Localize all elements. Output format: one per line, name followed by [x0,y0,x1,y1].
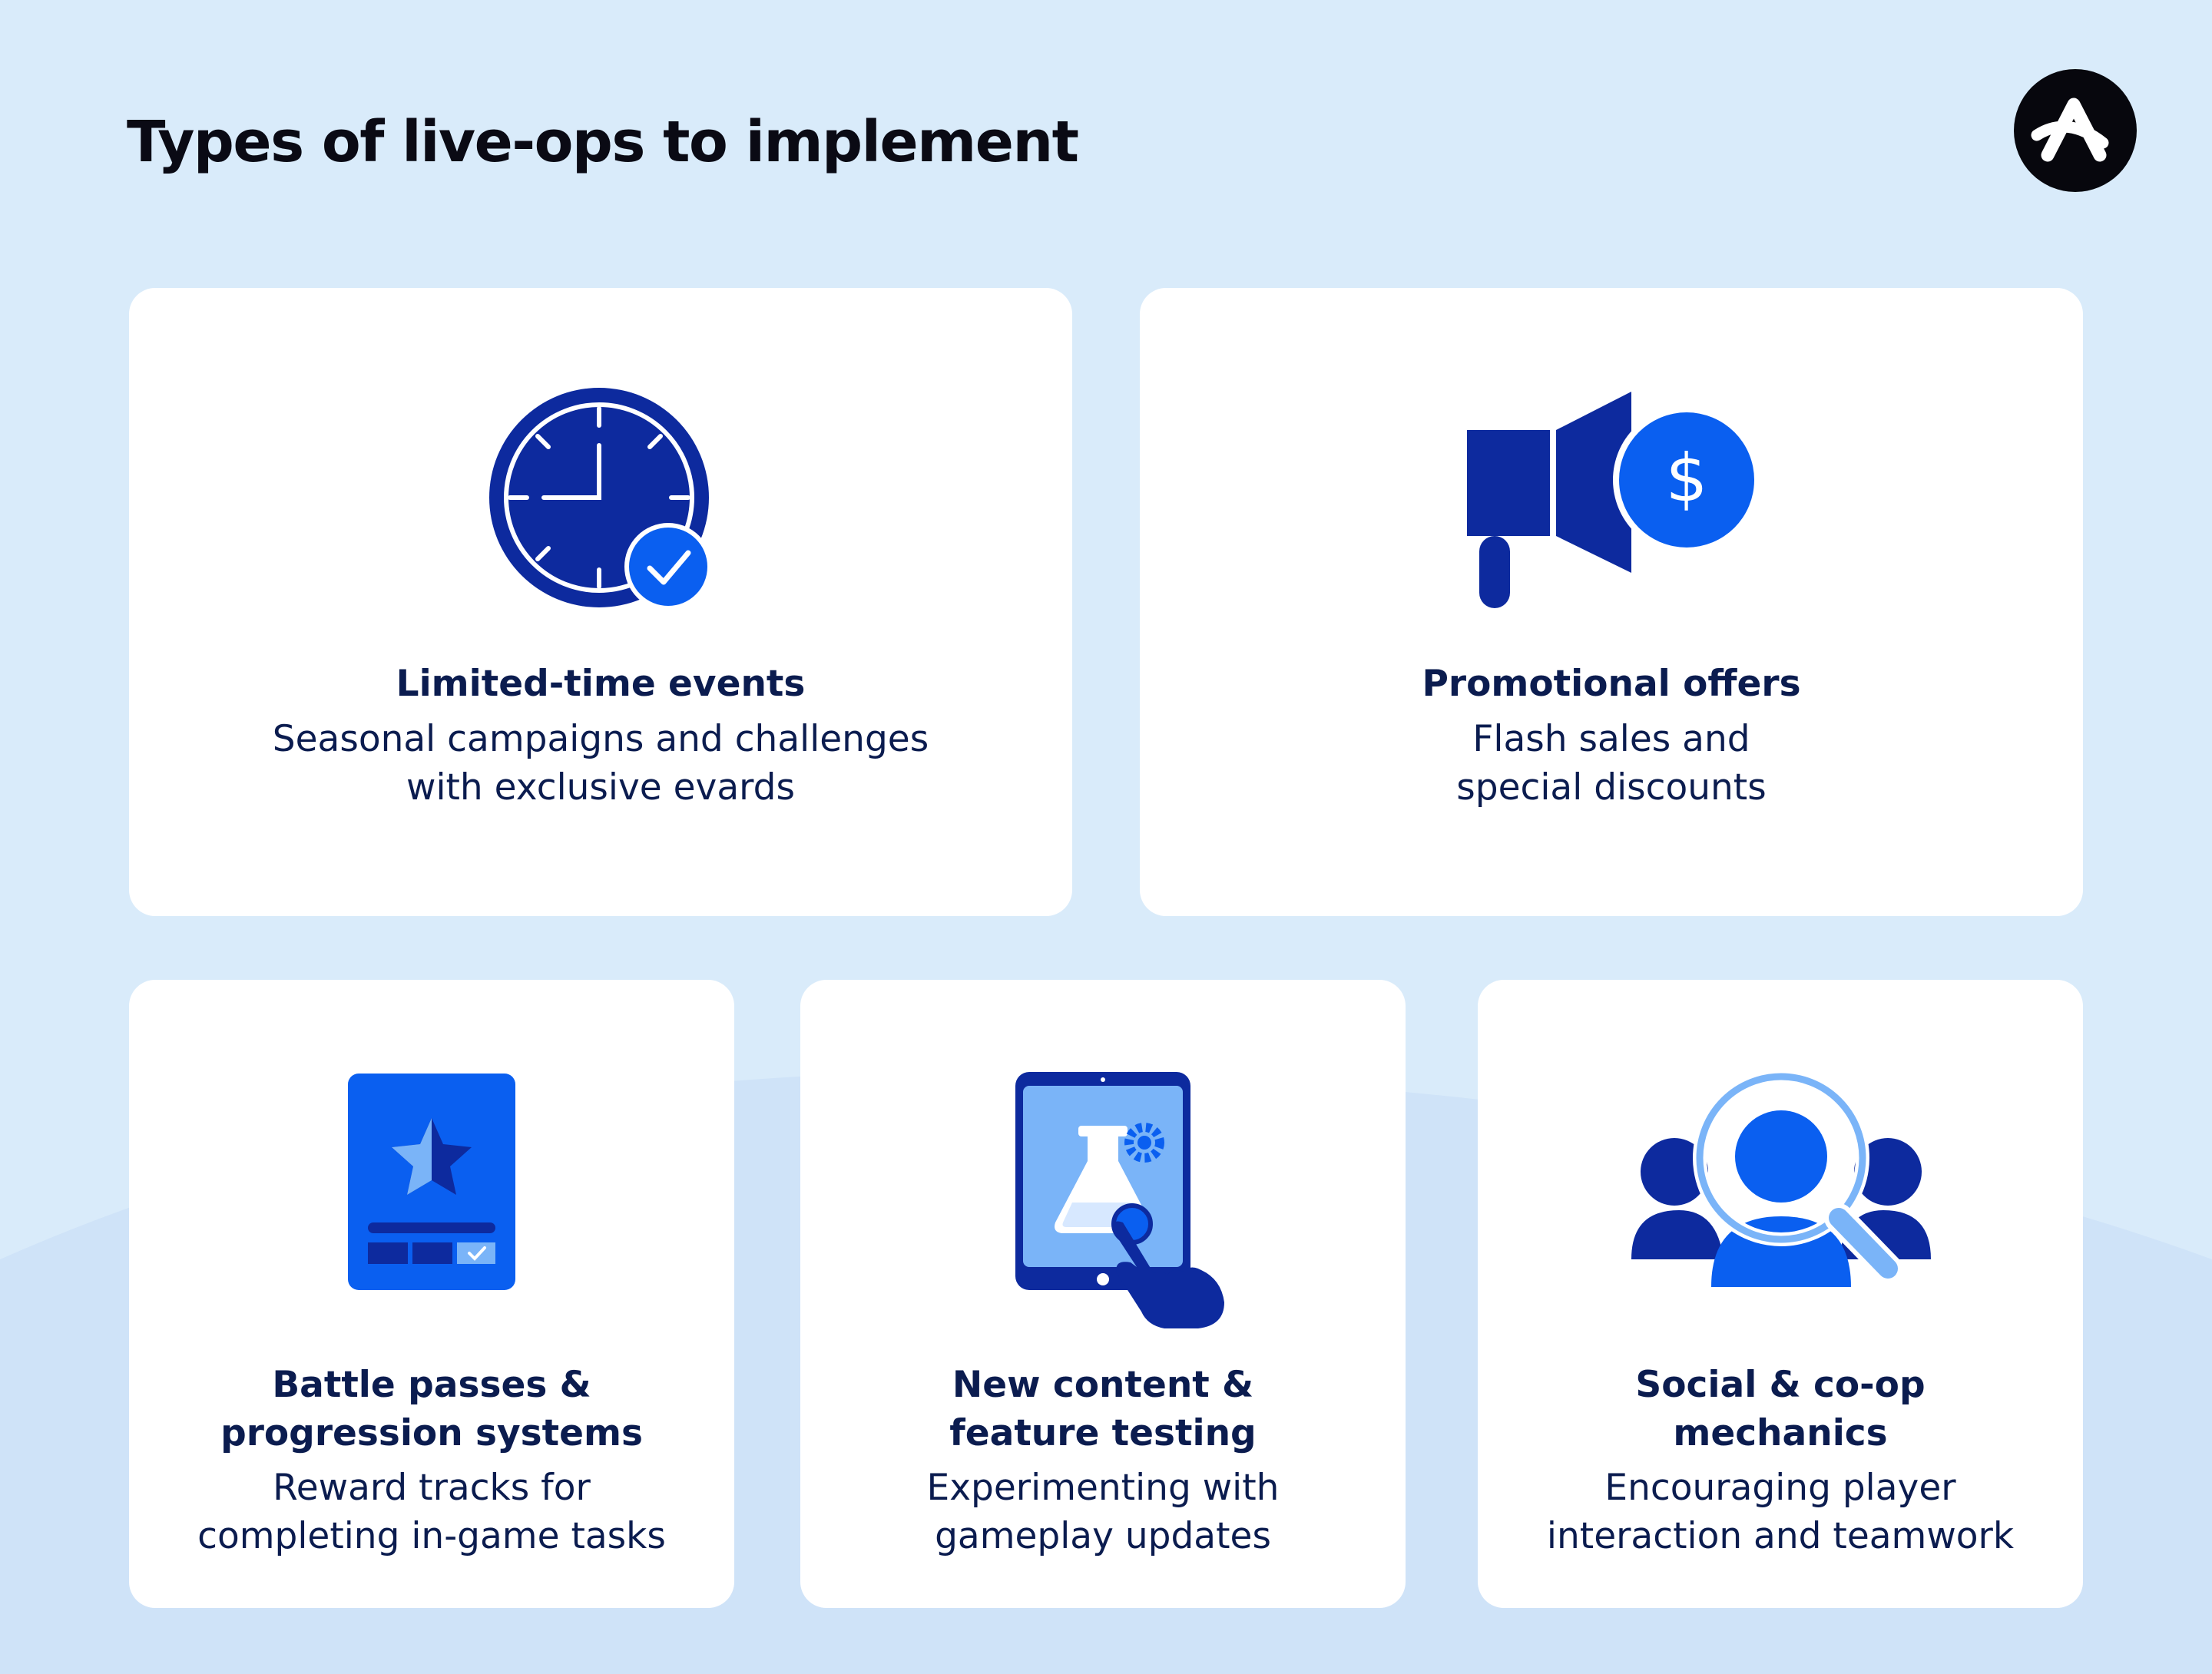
page-title: Types of live-ops to implement [127,109,1079,175]
card-description-line: Encouraging player [1604,1467,1956,1509]
card-description: Experimenting with gameplay updates [816,1464,1390,1560]
card-description-line: Seasonal campaigns and challenges [272,718,929,760]
card-title-line: New content & [952,1364,1254,1406]
megaphone-dollar-icon: $ [1467,392,1756,608]
group-magnifier-icon [1631,1072,1931,1287]
card-limited-time-events: Limited-time events Seasonal campaigns a… [129,288,1072,916]
card-title-line: Battle passes & [272,1364,591,1406]
card-title: Limited-time events [144,660,1057,708]
card-title-line: Social & co-op [1635,1364,1926,1406]
card-description-line: gameplay updates [935,1515,1271,1557]
card-description-line: Flash sales and [1472,718,1750,760]
card-description-line: Reward tracks for [273,1467,591,1509]
card-description: Encouraging player interaction and teamw… [1493,1464,2068,1560]
card-description-line: special discounts [1456,766,1767,809]
brand-a-logo-icon [2014,69,2137,192]
card-new-content-testing: New content & feature testing Experiment… [800,980,1406,1608]
card-description-line: interaction and teamwork [1546,1515,2015,1557]
card-description-line: completing in-game tasks [197,1515,666,1557]
card-description: Flash sales and special discounts [1155,715,2068,812]
card-description: Seasonal campaigns and challenges with e… [144,715,1057,812]
star-pass-card-icon [348,1074,515,1290]
dollar-sign-badge: $ [1666,440,1708,517]
card-title: New content & feature testing [816,1361,1390,1457]
card-promotional-offers: $ Promotional offers Flash sales and spe… [1140,288,2083,916]
card-title: Promotional offers [1155,660,2068,708]
card-social-coop: Social & co-op mechanics Encouraging pla… [1478,980,2083,1608]
card-title-line: mechanics [1673,1412,1888,1454]
tablet-flask-tap-icon [1015,1072,1224,1328]
card-title-line: Promotional offers [1422,663,1801,705]
card-title: Social & co-op mechanics [1493,1361,2068,1457]
card-title: Battle passes & progression systems [144,1361,719,1457]
card-description-line: Experimenting with [926,1467,1280,1509]
card-description-line: with exclusive evards [406,766,795,809]
card-title-line: Limited-time events [396,663,806,705]
card-battle-passes: Battle passes & progression systems Rewa… [129,980,734,1608]
card-description: Reward tracks for completing in-game tas… [144,1464,719,1560]
clock-check-icon [489,388,712,610]
card-title-line: feature testing [949,1412,1257,1454]
card-title-line: progression systems [220,1412,643,1454]
